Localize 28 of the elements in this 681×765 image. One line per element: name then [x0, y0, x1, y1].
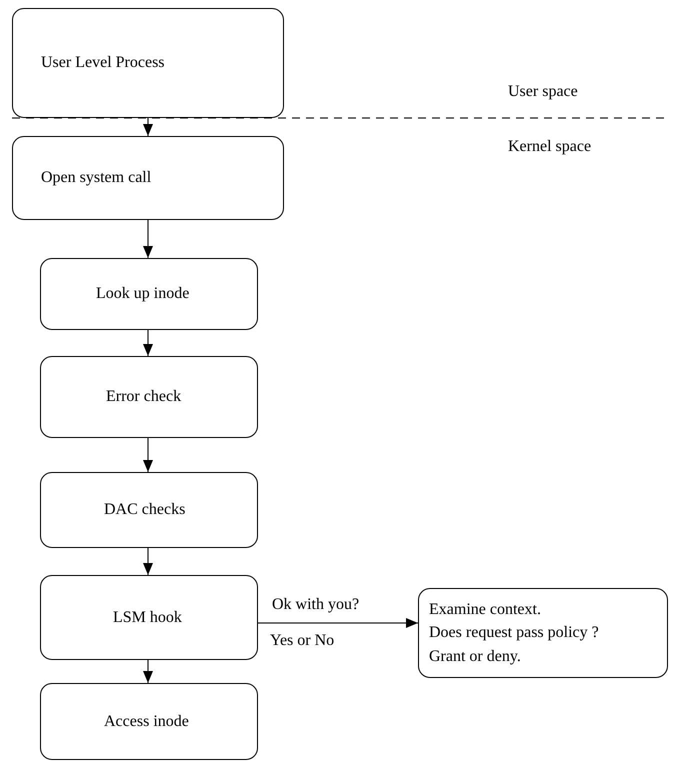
arrow: [143, 438, 153, 472]
box-text: Open system call: [41, 168, 152, 188]
process-box: [12, 136, 284, 220]
box-text: Examine context.: [429, 600, 542, 620]
arrow: [143, 118, 153, 136]
process-box: [418, 588, 668, 678]
arrow: [143, 220, 153, 258]
box-text: User Level Process: [41, 53, 166, 74]
process-box: [40, 356, 258, 438]
process-box: [40, 683, 258, 760]
box-text: Does request pass policy ?: [429, 623, 600, 644]
arrow: [143, 548, 153, 576]
box-text: Look up inode: [96, 284, 190, 304]
arrow: [258, 618, 418, 628]
box-text: Access inode: [104, 712, 190, 732]
process-box: [12, 8, 284, 118]
box-text: DAC checks: [104, 500, 186, 520]
box-text: Error check: [106, 387, 182, 408]
process-box: [40, 472, 258, 548]
box-text: Grant or deny.: [429, 646, 522, 667]
process-box: [40, 258, 258, 330]
region-label: Kernel space: [508, 138, 592, 156]
process-box: [40, 575, 258, 660]
region-label: User space: [508, 83, 578, 101]
arrow: [143, 660, 153, 684]
edge-label: Ok with you?: [272, 596, 360, 614]
arrow: [143, 330, 153, 356]
box-text: LSM hook: [113, 608, 183, 628]
